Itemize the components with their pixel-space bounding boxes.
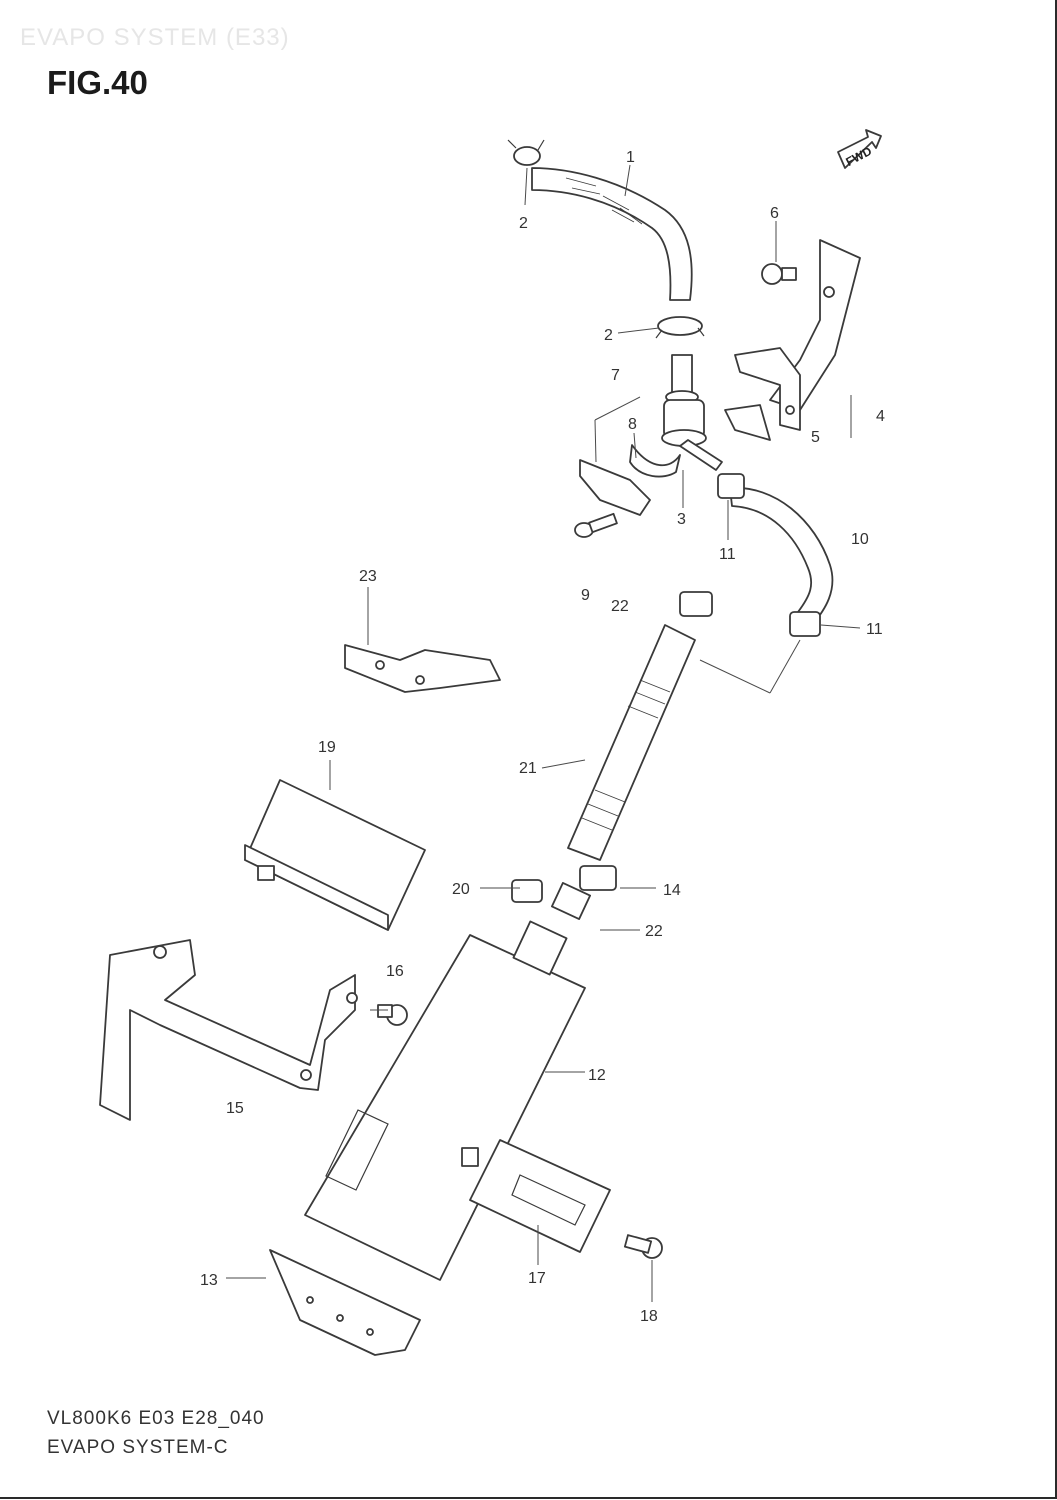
hose-part-21 xyxy=(567,591,713,861)
bracket-part-15 xyxy=(99,939,358,1121)
canister-part-12 xyxy=(304,865,617,1281)
callout-22-bottom: 22 xyxy=(645,923,663,940)
callout-14: 14 xyxy=(663,882,681,899)
callout-15: 15 xyxy=(226,1100,244,1117)
callout-8: 8 xyxy=(628,416,637,433)
valve-assembly-part-3 xyxy=(579,354,723,516)
callout-9: 9 xyxy=(581,587,590,604)
bolt-part-9 xyxy=(574,512,618,538)
callout-13: 13 xyxy=(200,1272,218,1289)
callout-4: 4 xyxy=(876,408,885,425)
callout-1: 1 xyxy=(626,149,635,166)
callout-20: 20 xyxy=(452,881,470,898)
diagram-name: EVAPO SYSTEM-C xyxy=(47,1437,229,1458)
figure-title: FIG.40 xyxy=(47,64,148,101)
callout-16: 16 xyxy=(386,963,404,980)
leader-lines xyxy=(226,164,861,1302)
callout-10: 10 xyxy=(851,531,869,548)
callout-21: 21 xyxy=(519,760,537,777)
end-cap-part-13 xyxy=(269,1249,421,1356)
callout-18: 18 xyxy=(640,1308,658,1325)
callout-22-top: 22 xyxy=(611,598,629,615)
hose-part-10 xyxy=(717,473,834,637)
bracket-part-4 xyxy=(724,239,861,441)
callout-3: 3 xyxy=(677,511,686,528)
callout-11-bottom: 11 xyxy=(866,621,883,638)
page-header-ghost: EVAPO SYSTEM (E33) xyxy=(20,24,290,51)
hose-part-1 xyxy=(507,139,705,339)
callout-12: 12 xyxy=(588,1067,606,1084)
callout-11-top: 11 xyxy=(719,546,736,563)
callout-7: 7 xyxy=(611,367,620,384)
stay-part-23 xyxy=(344,644,501,693)
callout-23: 23 xyxy=(359,568,377,585)
bracket-part-17 xyxy=(461,1139,663,1259)
callout-17: 17 xyxy=(528,1270,546,1287)
callout-5: 5 xyxy=(811,429,820,446)
diagram-code: VL800K6 E03 E28_040 xyxy=(47,1408,265,1429)
fwd-arrow-icon: FWD xyxy=(837,129,882,169)
bolt-part-16 xyxy=(377,1004,408,1026)
callout-2-top: 2 xyxy=(519,215,528,232)
cover-part-19 xyxy=(244,779,426,931)
callout-6: 6 xyxy=(770,205,779,222)
callout-2-mid: 2 xyxy=(604,327,613,344)
callout-19: 19 xyxy=(318,739,336,756)
